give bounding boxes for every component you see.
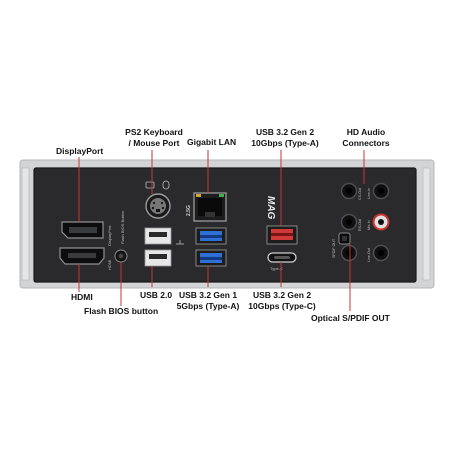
label-ps2-port: PS2 Keyboard / Mouse Port (114, 127, 194, 149)
panel-print-spdif: SPDIF OUT (332, 238, 336, 258)
usb-gen1-ports (195, 227, 227, 267)
label-usb-gen2-typec: USB 3.2 Gen 2 10Gbps (Type-C) (243, 290, 321, 312)
callout-lines (78, 150, 365, 311)
panel-print-flash-bios: Flash BIOS Button (120, 211, 125, 244)
ps2-port (145, 193, 171, 219)
label-gigabit-lan: Gigabit LAN (187, 137, 237, 147)
label-usb-gen1: USB 3.2 Gen 1 5Gbps (Type-A) (172, 290, 244, 312)
label-hd-audio: HD Audio Connectors (330, 127, 402, 149)
lan-port (193, 192, 227, 222)
panel-print-line-out: Line-Out (367, 248, 371, 262)
usb-gen2-typea-port (266, 225, 298, 245)
io-panel (34, 168, 416, 282)
label-hdmi: HDMI (71, 292, 93, 302)
usb-trident-icon (176, 240, 184, 245)
label-usb-gen2-typec-line2: 10Gbps (Type-C) (248, 301, 316, 311)
label-usb-gen1-line1: USB 3.2 Gen 1 (178, 290, 238, 300)
audio-jacks (340, 182, 390, 262)
label-flash-bios-button: Flash BIOS button (84, 306, 159, 316)
label-ps2-line2: / Mouse Port (128, 138, 180, 148)
label-usb20: USB 2.0 (140, 290, 173, 300)
panel-print-lan-speed: 2.5G (186, 205, 192, 216)
panel-print-cs-out: CS-Out (358, 188, 362, 200)
keyboard-mouse-icon (145, 180, 170, 190)
label-ps2-line1: PS2 Keyboard (125, 127, 183, 137)
flash-bios-button-hole (114, 249, 128, 263)
usb20-ports (144, 227, 172, 267)
label-displayport: DisplayPort (56, 146, 104, 156)
panel-print-line-in: Line-In (367, 188, 371, 199)
spdif-port (338, 232, 351, 245)
panel-print-brand: MAG (265, 196, 276, 220)
label-usb-gen2-typea-line2: 10Gbps (Type-A) (251, 138, 319, 148)
label-optical-spdif: Optical S/PDIF OUT (311, 313, 390, 323)
usb-gen2-typec-port (267, 252, 297, 263)
panel-print-displayport: DisplayPort (107, 225, 112, 246)
hdmi-port (59, 247, 105, 265)
panel-print-rs-out: RS-Out (358, 219, 362, 231)
label-usb-gen2-typec-line1: USB 3.2 Gen 2 (252, 290, 312, 300)
label-usb-gen2-typea-line1: USB 3.2 Gen 2 (255, 127, 315, 137)
label-usb-gen2-typea: USB 3.2 Gen 2 10Gbps (Type-A) (246, 127, 324, 149)
panel-print-hdmi: HDMI (107, 260, 112, 270)
label-usb-gen1-line2: 5Gbps (Type-A) (176, 301, 240, 311)
label-hd-audio-line2: Connectors (342, 138, 390, 148)
panel-print-typec: Type-C (270, 266, 283, 271)
displayport-port (61, 221, 104, 239)
panel-print-mic-in: Mic In (367, 220, 371, 230)
label-hd-audio-line1: HD Audio (346, 127, 386, 137)
